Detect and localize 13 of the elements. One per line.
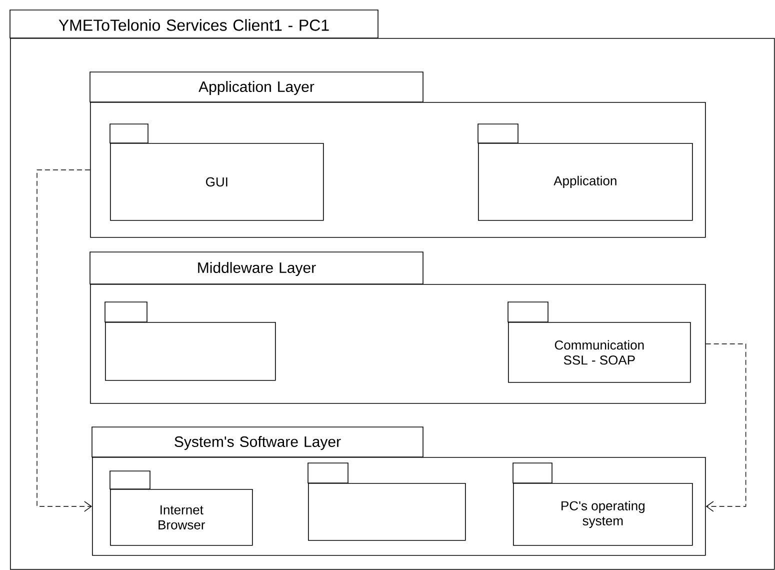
node-label: Application Layer	[198, 81, 314, 95]
node-label: Middleware Layer	[198, 262, 316, 276]
node-label: YMEToTelonio Services Client1 - PC1	[58, 19, 329, 31]
package: PC's operating system	[512, 462, 693, 546]
dependency-arrow	[705, 344, 746, 512]
package: Application	[478, 124, 693, 221]
package: Communication SSL - SOAP	[508, 302, 691, 383]
package-folder	[104, 302, 276, 381]
dependency-arrow	[36, 170, 92, 512]
package: Internet Browser	[110, 470, 253, 546]
node-label: System's Software Layer	[174, 436, 341, 450]
package-folder	[308, 462, 466, 541]
package: GUI	[110, 124, 324, 221]
